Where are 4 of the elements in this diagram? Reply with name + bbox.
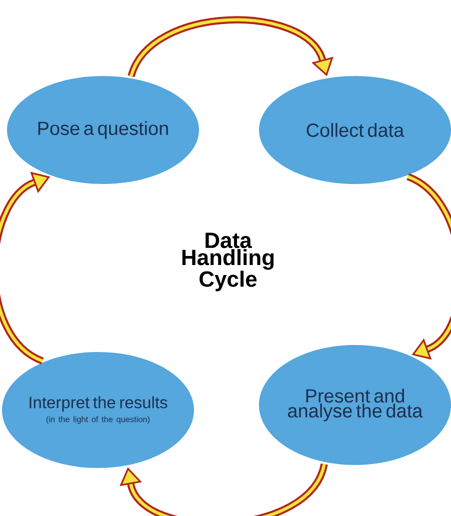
curved-arrow — [120, 462, 328, 516]
curved-arrow — [406, 173, 451, 360]
curved-arrow — [128, 16, 334, 78]
title: Data Handling Cycle — [182, 232, 274, 292]
